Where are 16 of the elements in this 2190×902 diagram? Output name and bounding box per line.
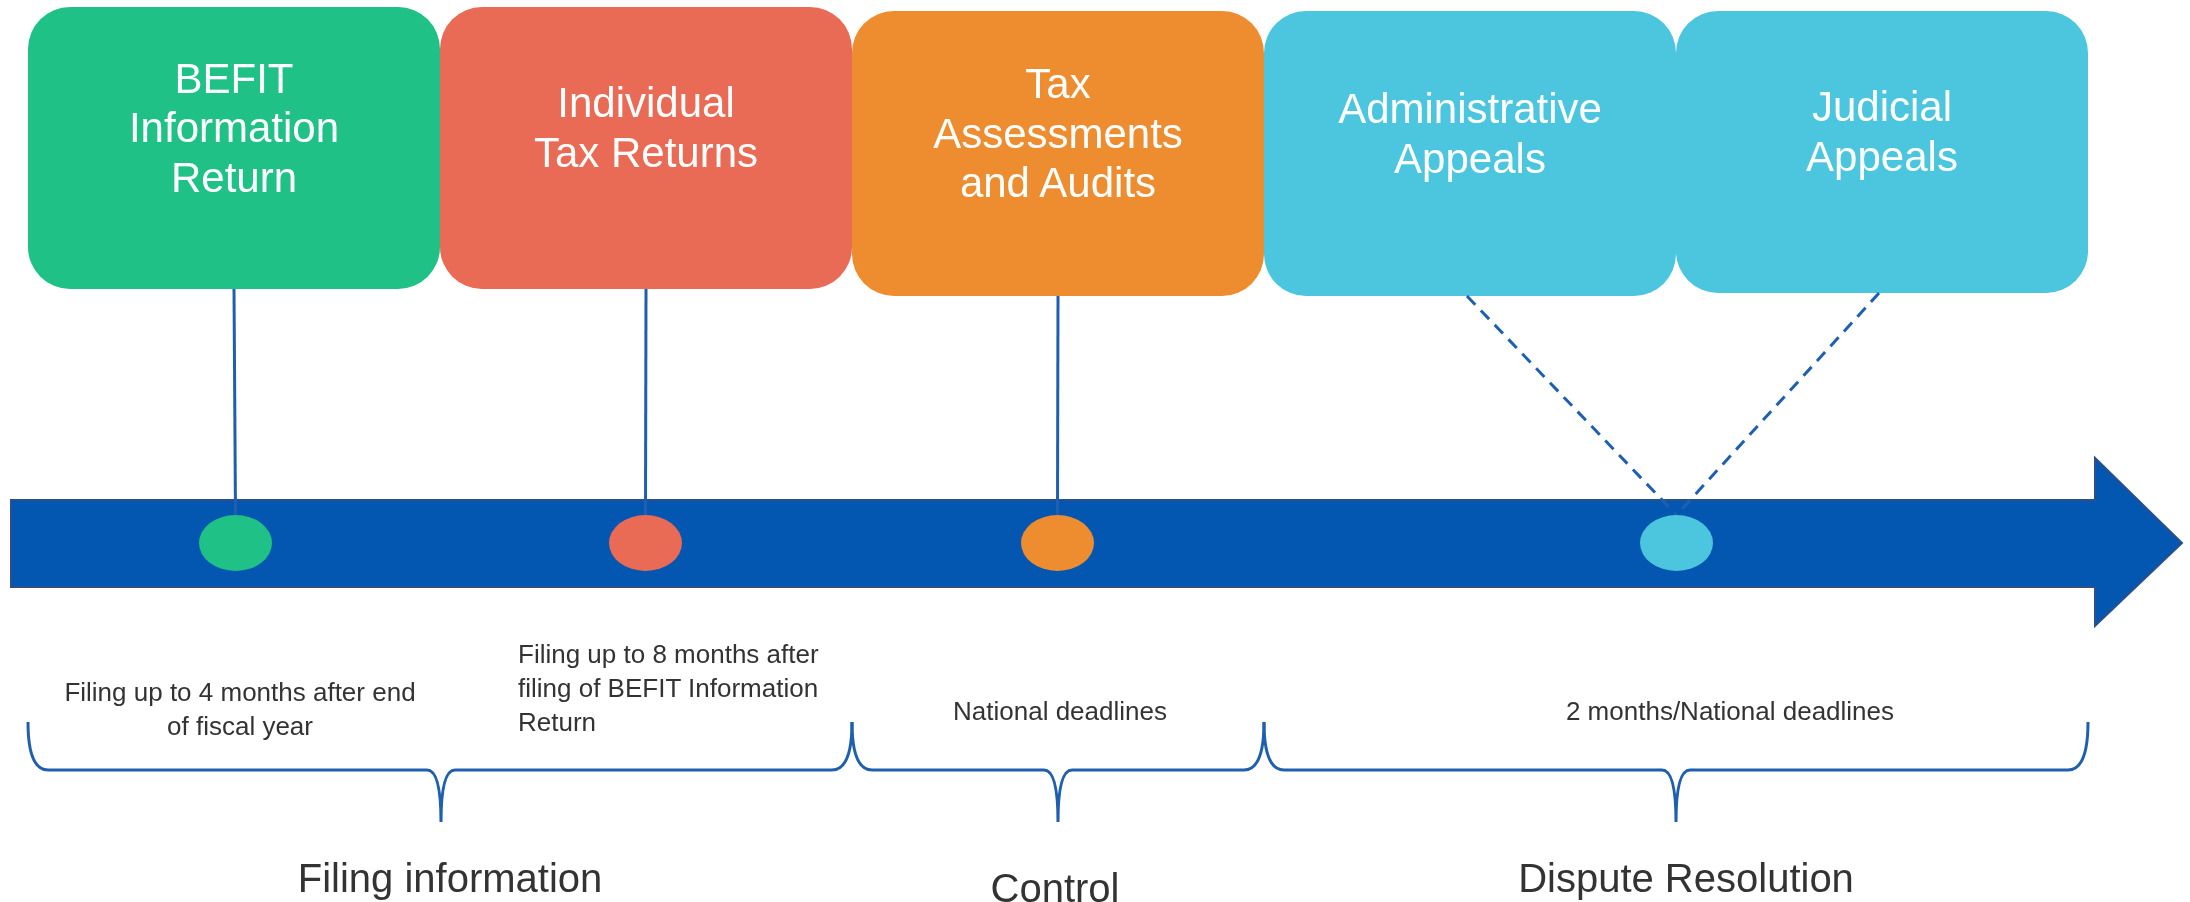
process-box: Individual Tax Returns xyxy=(440,7,852,289)
process-box: Judicial Appeals xyxy=(1676,11,2088,293)
note-text: National deadlines xyxy=(952,695,1168,728)
connector-line xyxy=(1056,296,1060,515)
note-text: Filing up to 8 months after filing of BEFIT Information Return xyxy=(518,638,820,739)
phase-label: Control xyxy=(989,865,1121,902)
phase-label: Dispute Resolution xyxy=(1517,855,1855,902)
connector-line xyxy=(644,289,648,515)
dashed-connector xyxy=(1465,294,1678,517)
process-box: Administrative Appeals xyxy=(1264,11,1676,296)
note-text: 2 months/National deadlines xyxy=(1564,695,1896,728)
process-box: Tax Assessments and Audits xyxy=(852,11,1264,296)
phase-label: Filing information xyxy=(296,855,604,902)
note-text: Filing up to 4 months after end of fiscal year xyxy=(63,676,417,743)
process-box: BEFIT Information Return xyxy=(28,7,440,289)
connector-line xyxy=(232,289,237,515)
